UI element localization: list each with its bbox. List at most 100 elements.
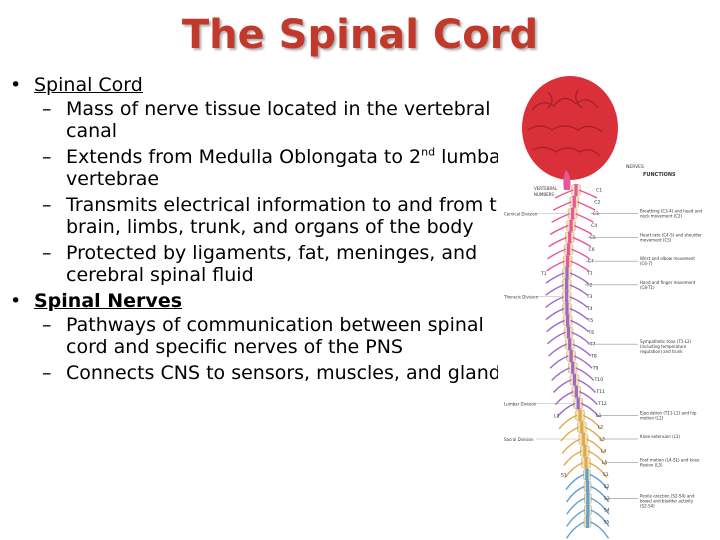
sub-bullet-text: Transmits electrical information to and … <box>66 194 521 238</box>
nerve-branch-left <box>565 521 585 539</box>
bullet-icon: • <box>10 74 22 96</box>
nerve-branch-right <box>569 307 589 321</box>
vertebra-label: S4 <box>604 508 610 514</box>
nerve-branch-right <box>582 414 602 430</box>
nerve-branch-right <box>573 224 593 236</box>
nerve-branch-right <box>577 379 597 393</box>
vertebra-label: T8 <box>590 354 597 360</box>
nerve-branch-right <box>569 284 589 296</box>
vertebra-label: T11 <box>595 389 605 395</box>
cord-segment <box>565 302 569 315</box>
sub-bullet: – Pathways of communication between spin… <box>8 314 523 358</box>
cord-segment <box>565 290 569 303</box>
nerve-branch-left <box>548 343 567 357</box>
sub-bullet: – Extends from Medulla Oblongata to 2nd … <box>8 146 523 190</box>
cord-segment <box>586 504 590 517</box>
nerve-branch-right <box>575 367 595 381</box>
function-label: Knee extension (L3) <box>640 434 680 439</box>
nerve-branch-left <box>566 497 586 515</box>
cord-segment <box>585 468 589 481</box>
division-label: Lumbar Division <box>504 401 537 406</box>
brain-icon <box>522 76 618 180</box>
sub-bullet-text: Connects CNS to sensors, muscles, and gl… <box>66 362 511 384</box>
cord-segment <box>565 314 570 327</box>
nerve-branch-left <box>545 307 565 321</box>
vertebra-label: C7 <box>588 259 594 265</box>
sub-bullet-text: Mass of nerve tissue located in the vert… <box>66 98 491 142</box>
numbers-header: NUMBERS <box>534 192 554 197</box>
vertebra-label: L2 <box>598 425 604 431</box>
function-label: (C6-7) <box>640 261 653 266</box>
nerve-branch-right <box>571 331 590 345</box>
cord-segment <box>580 421 584 434</box>
cord-segment <box>565 267 569 279</box>
function-label: (C8-T1) <box>640 285 655 290</box>
cord-segment <box>566 326 571 339</box>
function-label: Ejaculation (T11-L2) and hip <box>640 410 697 415</box>
nerve-branch-left <box>551 213 570 223</box>
nerve-branch-right <box>579 390 598 406</box>
cord-segment <box>585 480 590 493</box>
nerve-branch-left <box>549 224 569 236</box>
nerve-branch-right <box>584 426 604 442</box>
nerve-branch-left <box>548 236 567 248</box>
dash-icon: – <box>42 98 52 120</box>
function-label: Hand and finger movement <box>640 280 696 285</box>
function-label: Breathing (C3-4) and head and <box>640 209 703 214</box>
nerve-branch-left <box>551 367 570 381</box>
cord-segment <box>565 278 569 291</box>
vertebra-label: T10 <box>593 377 603 383</box>
nerve-branch-right <box>569 272 589 284</box>
bullet-spinal-cord: • Spinal Cord <box>8 74 523 96</box>
nerve-branch-left <box>565 485 585 503</box>
nerve-branch-right <box>590 509 610 527</box>
nerve-branch-left <box>563 450 583 466</box>
sub-bullet: – Transmits electrical information to an… <box>8 194 523 238</box>
vertebra-label: T1 <box>586 271 593 277</box>
functions-header: FUNCTIONS <box>643 172 676 178</box>
cord-segment <box>578 409 582 422</box>
nerve-branch-right <box>577 201 596 211</box>
function-label: (including temperature <box>640 344 687 349</box>
nerve-branches <box>545 189 610 539</box>
function-label: regulation) and trunk <box>640 349 683 354</box>
vertebra-label: T2 <box>586 282 593 288</box>
vertebra-label: C4 <box>591 223 597 229</box>
vertebra-label: L5 <box>602 460 608 466</box>
bullet-label: Spinal Cord <box>34 74 143 96</box>
nerve-branch-left <box>545 296 564 308</box>
vertebra-label: L1 <box>596 413 602 419</box>
function-label: (S2-S4) <box>640 503 655 508</box>
nerve-branch-right <box>571 248 590 260</box>
sub-bullet: – Mass of nerve tissue located in the ve… <box>8 98 523 142</box>
nerve-branch-right <box>586 438 605 454</box>
vertebra-label: L3 <box>599 437 605 443</box>
nerve-branch-right <box>573 355 593 369</box>
cord-segment <box>566 255 570 268</box>
superscript: nd <box>421 145 436 159</box>
nerve-branch-left <box>546 260 565 272</box>
vertebra-label: T3 <box>586 294 593 300</box>
nerve-branch-left <box>547 248 566 260</box>
vertebra-label: T7 <box>589 342 596 348</box>
division-label: Sacral Division <box>504 437 534 442</box>
nerve-branch-right <box>589 473 609 491</box>
nerve-branch-left <box>545 284 564 296</box>
vertebra-label: S5 <box>604 520 610 526</box>
cord-segment <box>569 350 573 362</box>
nerve-branch-left <box>547 331 566 345</box>
side-vertebra-label: S1 <box>561 473 567 479</box>
division-label: Thoracic Division <box>503 295 539 300</box>
function-label: Penile erection (S2-S4) and <box>640 493 695 498</box>
nerve-branch-right <box>590 497 610 515</box>
cord-segment <box>571 361 575 374</box>
nerve-branch-right <box>590 485 610 503</box>
nerve-branch-left <box>566 509 586 527</box>
cord-segment <box>568 231 572 244</box>
dash-icon: – <box>42 314 52 336</box>
nerve-branch-right <box>578 189 598 199</box>
function-label: Heart rate (C4-5) and shoulder <box>640 232 702 237</box>
side-vertebra-label: L1 <box>554 413 560 419</box>
